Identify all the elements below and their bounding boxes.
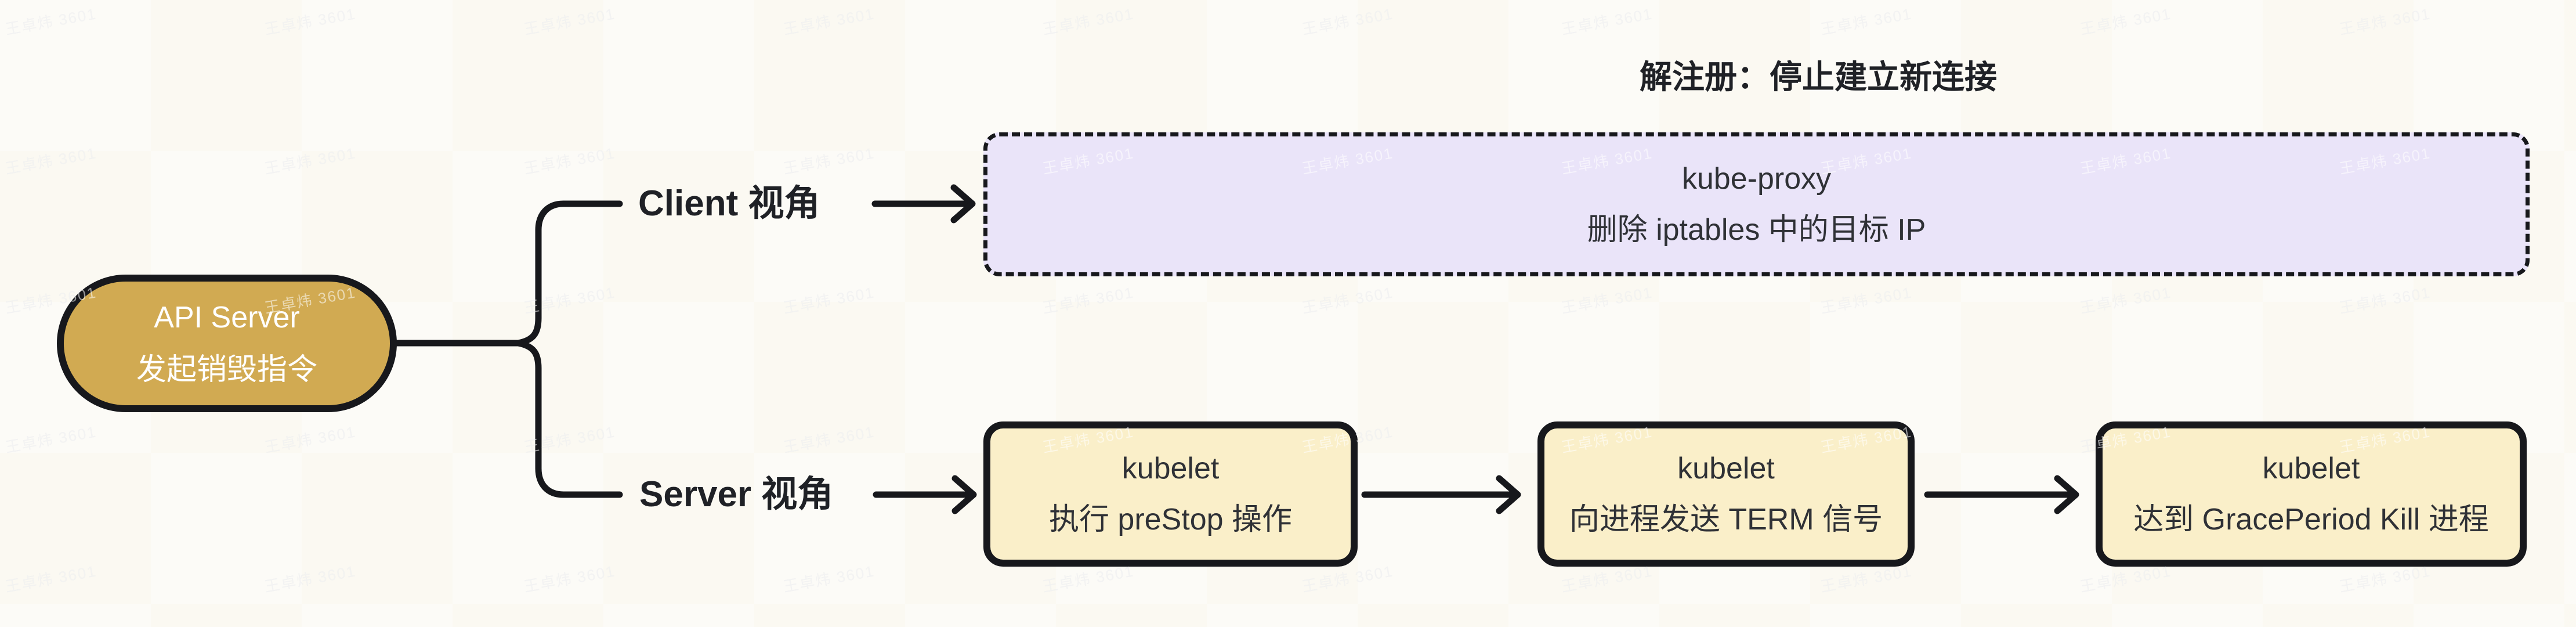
kubelet-prestop-node-line2: 执行 preStop 操作 — [1048, 503, 1293, 536]
brace-lower — [515, 340, 623, 498]
kubelet-term-node: kubelet 向进程发送 TERM 信号 — [1537, 421, 1915, 567]
kubelet-graceperiod-node-line2: 达到 GracePeriod Kill 进程 — [2133, 503, 2489, 536]
deregister-annotation: 解注册：停止建立新连接 — [1640, 59, 1997, 95]
kube-proxy-node: kube-proxy 删除 iptables 中的目标 IP — [983, 132, 2530, 276]
kube-proxy-node-line1: kube-proxy — [1681, 162, 1832, 196]
server-branch-label: Server 视角 — [639, 474, 834, 514]
client-branch-label: Client 视角 — [638, 183, 820, 224]
api-server-node: API Server 发起销毁指令 — [57, 275, 397, 412]
api-server-node-line2: 发起销毁指令 — [136, 352, 317, 387]
kubelet-graceperiod-node: kubelet 达到 GracePeriod Kill 进程 — [2096, 421, 2527, 567]
kubelet-term-node-line1: kubelet — [1677, 452, 1775, 485]
server-arrow-head — [951, 475, 977, 514]
api-server-node-line1: API Server — [154, 300, 300, 334]
kube-proxy-node-line2: 删除 iptables 中的目标 IP — [1587, 213, 1926, 247]
kubelet-term-node-line2: 向进程发送 TERM 信号 — [1569, 503, 1883, 536]
kubelet-prestop-node: kubelet 执行 preStop 操作 — [983, 421, 1358, 567]
arrow-term-to-kill-head — [2054, 475, 2079, 514]
kubelet-graceperiod-node-line1: kubelet — [2262, 452, 2360, 485]
arrow-prestop-to-term-head — [1496, 475, 1521, 514]
kubelet-prestop-node-line1: kubelet — [1121, 452, 1220, 485]
brace-upper — [515, 200, 623, 347]
client-arrow-head — [950, 184, 976, 224]
